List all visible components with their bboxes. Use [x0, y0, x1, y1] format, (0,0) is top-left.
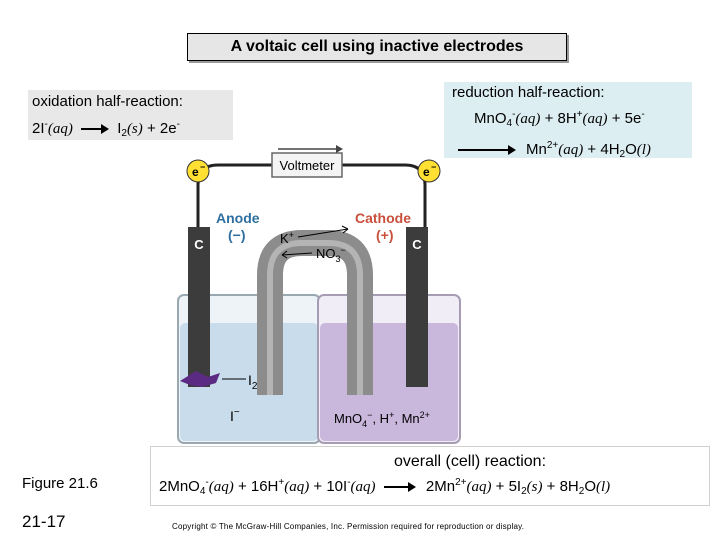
reduction-equation-line2: Mn2+(aq) + 4H2O(l): [444, 135, 692, 166]
cathode-solution-ions: MnO4−, H+, Mn2+: [334, 410, 430, 429]
voltaic-cell-diagram: Voltmeter e − e − C C Anode (−) Cathode …: [177, 145, 461, 444]
cathode-electrode-label: C: [412, 237, 422, 252]
left-solution: [180, 323, 318, 441]
cathode-sign: (+): [376, 227, 394, 243]
reduction-half-reaction: reduction half-reaction: MnO4-(aq) + 8H+…: [444, 82, 692, 160]
oxidation-equation: 2I-(aq) I2(s) + 2e-: [32, 119, 180, 139]
oxidation-heading: oxidation half-reaction:: [32, 93, 183, 110]
iodine-label: I2: [248, 372, 258, 392]
page-number: 21-17: [22, 512, 66, 531]
reduction-equation-line1: MnO4-(aq) + 8H+(aq) + 5e-: [474, 109, 645, 129]
svg-text:NO3−: NO3−: [316, 245, 346, 264]
overall-heading: overall (cell) reaction:: [393, 453, 547, 470]
reaction-arrow: [458, 145, 516, 156]
slide-title-text: A voltaic cell using inactive electrodes: [230, 38, 524, 55]
anode-electrode-label: C: [194, 237, 204, 252]
anode-label: Anode: [216, 210, 260, 226]
oxidation-half-reaction: oxidation half-reaction: 2I-(aq) I2(s) +…: [28, 90, 233, 140]
electron-left-icon: e −: [186, 159, 210, 183]
reaction-arrow: [81, 124, 110, 135]
slide-title: A voltaic cell using inactive electrodes: [187, 33, 567, 61]
cathode-electrode: [406, 227, 428, 387]
svg-text:−: −: [200, 162, 205, 172]
voltmeter: Voltmeter: [271, 145, 343, 178]
iodine-solid: [180, 371, 220, 387]
figure-label: Figure 21.6: [22, 475, 98, 492]
svg-text:e: e: [423, 165, 430, 179]
iodide-label: I−: [230, 407, 240, 424]
svg-text:e: e: [192, 165, 199, 179]
left-beaker: [177, 294, 321, 444]
overall-reaction: overall (cell) reaction: 2MnO4-(aq) + 16…: [150, 446, 710, 506]
voltmeter-label: Voltmeter: [280, 158, 336, 173]
anode-electrode: [188, 227, 210, 387]
electron-right-icon: e −: [417, 159, 441, 183]
copyright-notice: Copyright © The McGraw-Hill Companies, I…: [172, 522, 525, 531]
cathode-label: Cathode: [355, 210, 411, 226]
svg-text:−: −: [431, 162, 436, 172]
anode-sign: (−): [228, 227, 246, 243]
reaction-arrow: [383, 482, 416, 493]
salt-bridge-ions: K+ NO3−: [280, 225, 349, 264]
reduction-heading: reduction half-reaction:: [452, 84, 605, 101]
svg-text:K+: K+: [280, 230, 294, 246]
overall-equation: 2MnO4-(aq) + 16H+(aq) + 10I-(aq) 2Mn2+(a…: [159, 477, 611, 497]
